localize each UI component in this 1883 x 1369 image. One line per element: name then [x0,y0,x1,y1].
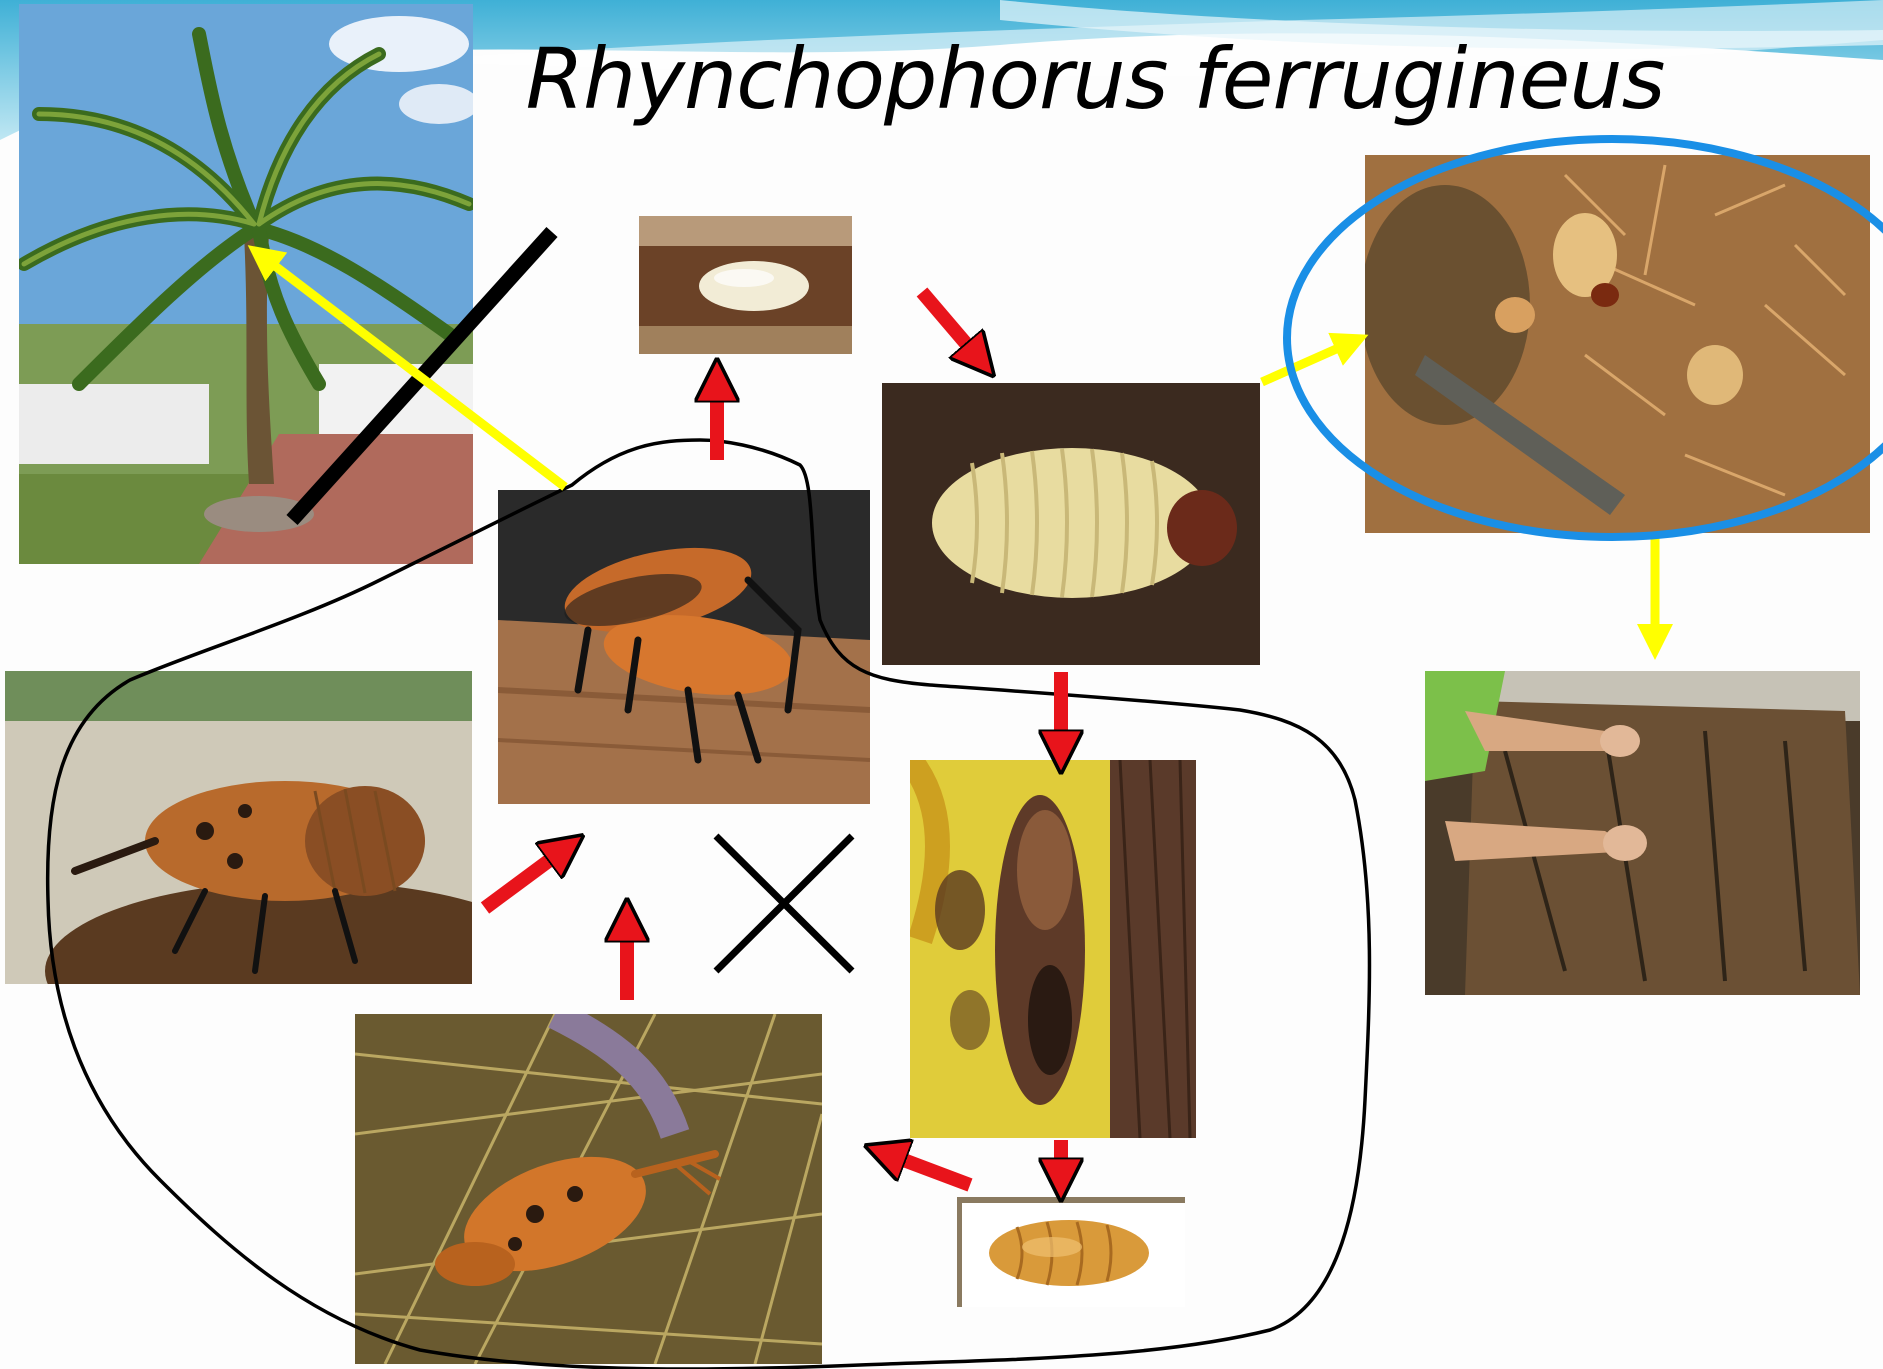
arrow-soil-adult-to-mating [485,848,566,908]
pupa-photo [957,1197,1185,1307]
arrow-pupa-to-adult [885,1153,970,1185]
larva-photo [882,383,1260,665]
adult-weevil-in-fibres-photo [355,1014,822,1364]
adult-weevil-on-soil-photo [5,671,472,984]
yellow-arrow-to-tissue [1262,342,1352,382]
infested-tissue-photo [1365,155,1870,533]
arrow-egg-to-larva [922,292,980,360]
palm-tree-photo [19,4,473,564]
cocoon-in-palm-photo [910,760,1196,1138]
cross-mark [716,836,852,971]
egg-photo [639,216,852,354]
mating-weevils-photo [498,490,870,804]
damaged-palm-trunk-photo [1425,671,1860,995]
